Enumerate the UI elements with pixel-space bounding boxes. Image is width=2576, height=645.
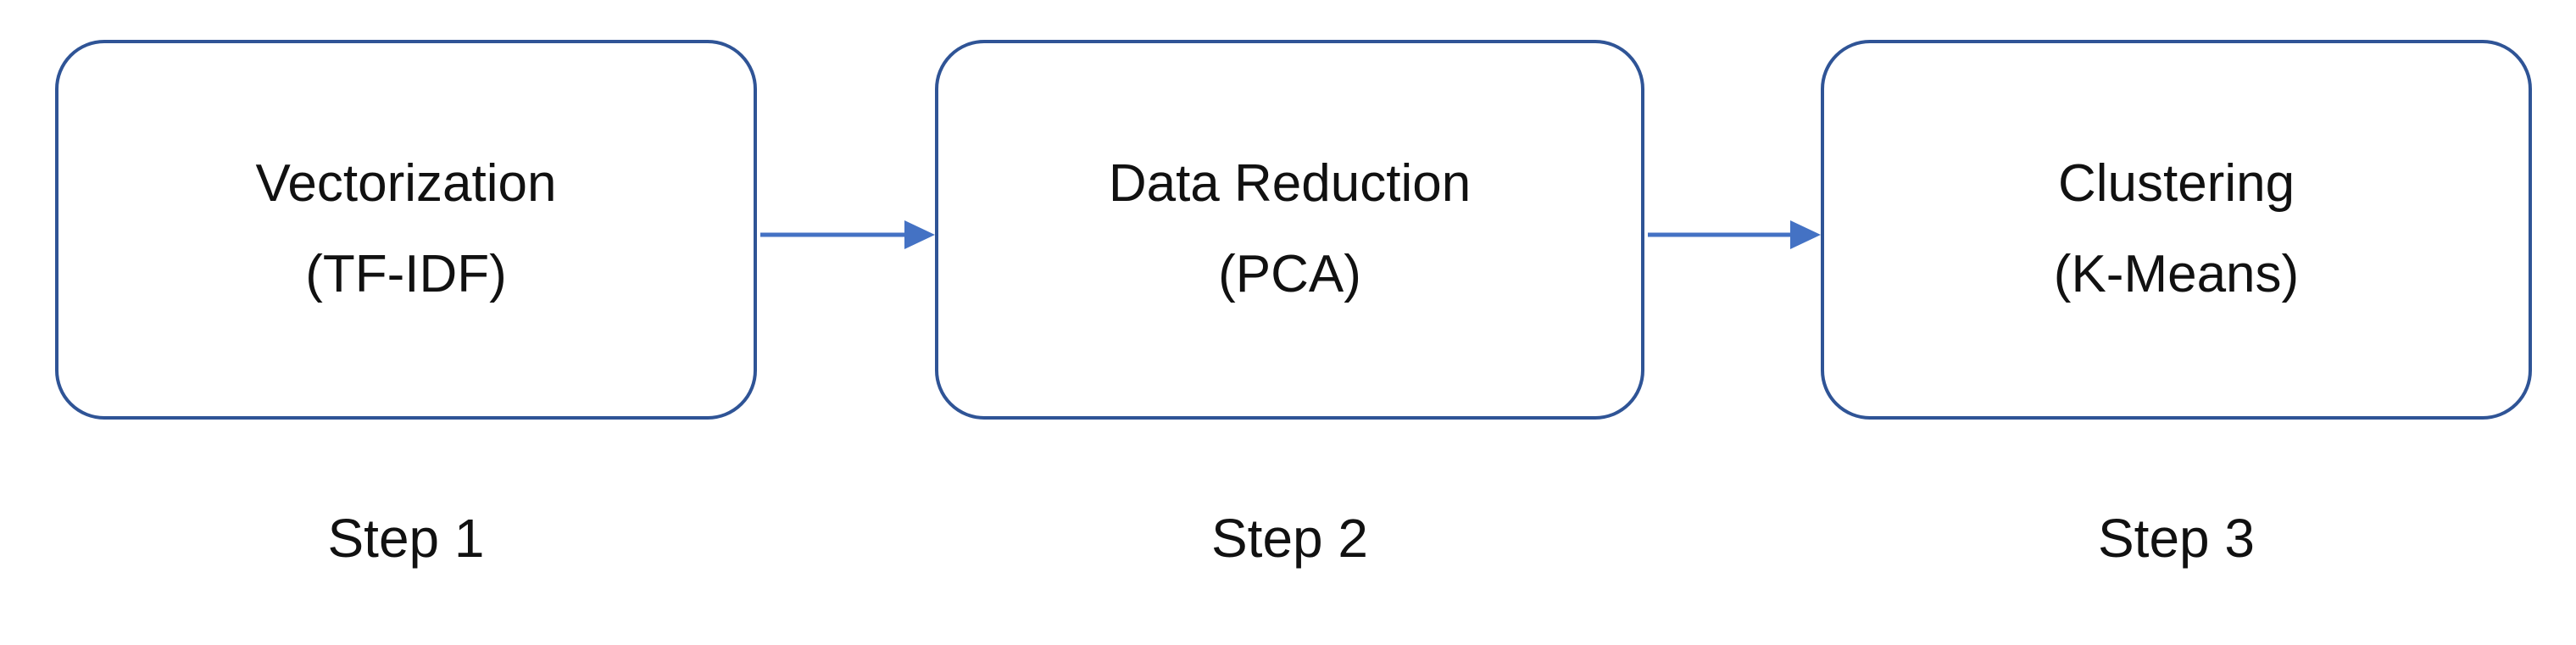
- box-subtitle: (TF-IDF): [305, 245, 507, 303]
- flow-box-vectorization: Vectorization (TF-IDF): [55, 40, 757, 420]
- step-label-1: Step 1: [327, 508, 485, 569]
- step-label-3: Step 3: [2097, 508, 2256, 569]
- flow-box-clustering: Clustering (K-Means): [1821, 40, 2532, 420]
- box-subtitle: (K-Means): [2053, 245, 2300, 303]
- arrow-right-icon: [1648, 220, 1821, 249]
- box-subtitle: (PCA): [1218, 245, 1361, 303]
- arrow-right-icon: [760, 220, 935, 249]
- step-label-2: Step 2: [1210, 508, 1369, 569]
- box-title: Vectorization: [255, 154, 557, 214]
- flow-box-data-reduction: Data Reduction (PCA): [935, 40, 1644, 420]
- box-title: Clustering: [2057, 154, 2295, 214]
- box-title: Data Reduction: [1108, 154, 1472, 214]
